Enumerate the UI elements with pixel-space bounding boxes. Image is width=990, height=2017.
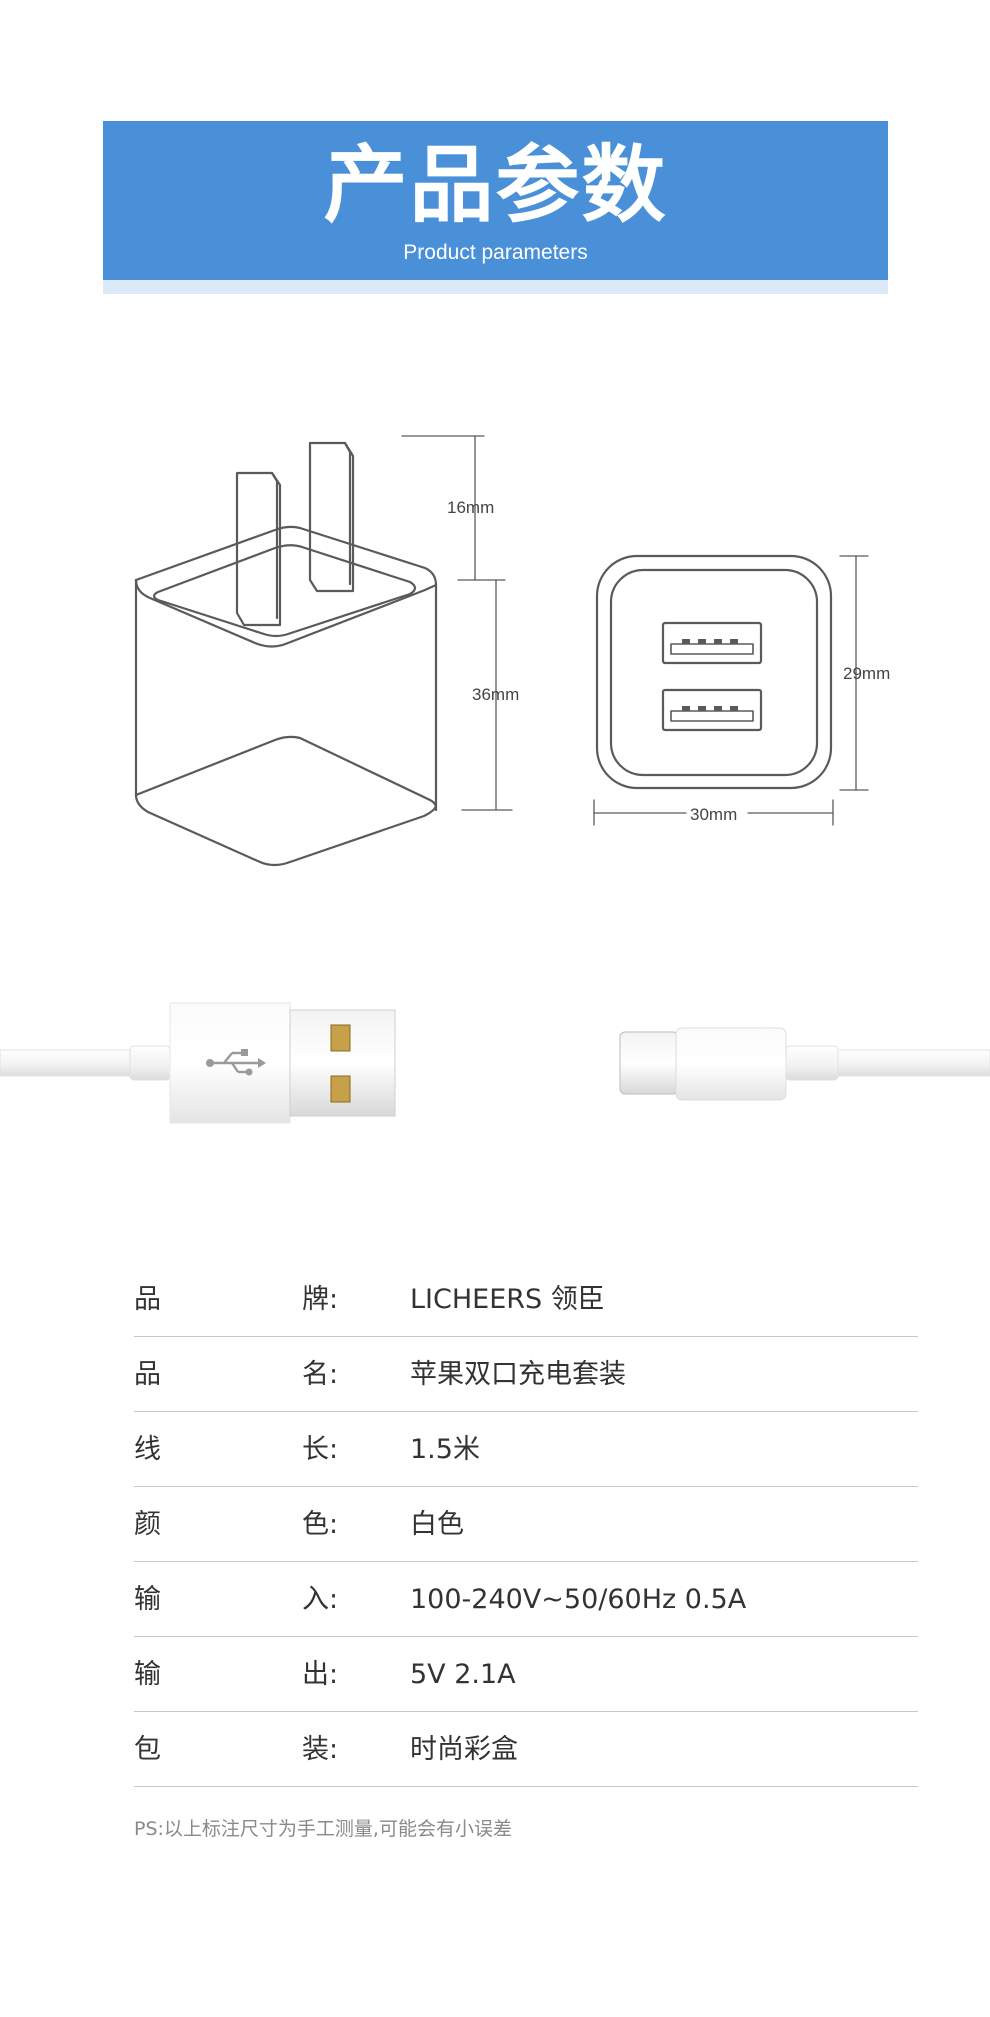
- usb-a-connector: [0, 1002, 396, 1124]
- table-row: 包 装: 时尚彩盒: [134, 1712, 918, 1787]
- spec-value-length: 1.5米: [410, 1434, 480, 1465]
- table-row: 颜 色: 白色: [134, 1487, 918, 1562]
- spec-key-char: 包: [134, 1734, 161, 1765]
- header-banner: 产品参数 Product parameters: [103, 121, 888, 280]
- spec-key-char: 色:: [302, 1509, 339, 1540]
- spec-key-char: 名:: [302, 1359, 339, 1390]
- cable-connectors-illustration: [0, 1002, 990, 1124]
- spec-value-name: 苹果双口充电套装: [410, 1359, 626, 1390]
- table-row: 输 出: 5V 2.1A: [134, 1637, 918, 1712]
- usb-port-top: [661, 621, 763, 665]
- dimension-lines-front: [593, 555, 869, 826]
- dimension-29mm: 29mm: [843, 664, 890, 683]
- spec-key-char: 线: [134, 1434, 161, 1465]
- usb-port-bottom: [661, 688, 763, 732]
- table-row: 品 名: 苹果双口充电套装: [134, 1337, 918, 1412]
- spec-value-output: 5V 2.1A: [410, 1659, 516, 1690]
- spec-key-char: 输: [134, 1659, 161, 1690]
- banner-underline: [103, 280, 888, 294]
- charger-side-view: [134, 441, 438, 867]
- spec-key-char: 入:: [302, 1584, 339, 1615]
- spec-key-char: 品: [134, 1284, 161, 1315]
- lightning-connector: [619, 1027, 990, 1101]
- measurement-note: PS:以上标注尺寸为手工测量,可能会有小误差: [134, 1818, 512, 1840]
- spec-table: 品 牌: LICHEERS 领臣 品 名: 苹果双口充电套装 线 长: 1.5米…: [134, 1262, 918, 1787]
- charger-front-view: [595, 554, 833, 790]
- charger-dimension-diagram: 16mm 36mm 29mm 30mm: [134, 435, 890, 867]
- spec-key-char: 输: [134, 1584, 161, 1615]
- prong-right: [308, 441, 355, 593]
- table-row: 线 长: 1.5米: [134, 1412, 918, 1487]
- page-subtitle: Product parameters: [403, 241, 588, 264]
- spec-key-char: 出:: [302, 1659, 339, 1690]
- spec-key-char: 牌:: [302, 1284, 339, 1315]
- dimension-lines-side: [401, 435, 513, 811]
- spec-key-char: 装:: [302, 1734, 339, 1765]
- dimension-16mm: 16mm: [447, 498, 494, 517]
- spec-value-packaging: 时尚彩盒: [410, 1734, 518, 1765]
- table-row: 输 入: 100-240V~50/60Hz 0.5A: [134, 1562, 918, 1637]
- spec-value-brand: LICHEERS 领臣: [410, 1284, 605, 1315]
- spec-value-color: 白色: [410, 1509, 464, 1540]
- usb-logo-icon: [210, 1051, 258, 1074]
- dimension-30mm: 30mm: [690, 805, 737, 824]
- spec-key-char: 长:: [302, 1434, 339, 1465]
- dimension-36mm: 36mm: [472, 685, 519, 704]
- spec-key-char: 颜: [134, 1509, 161, 1540]
- page-title: 产品参数: [323, 136, 668, 234]
- table-row: 品 牌: LICHEERS 领臣: [134, 1262, 918, 1337]
- spec-value-input: 100-240V~50/60Hz 0.5A: [410, 1584, 747, 1615]
- spec-key-char: 品: [134, 1359, 161, 1390]
